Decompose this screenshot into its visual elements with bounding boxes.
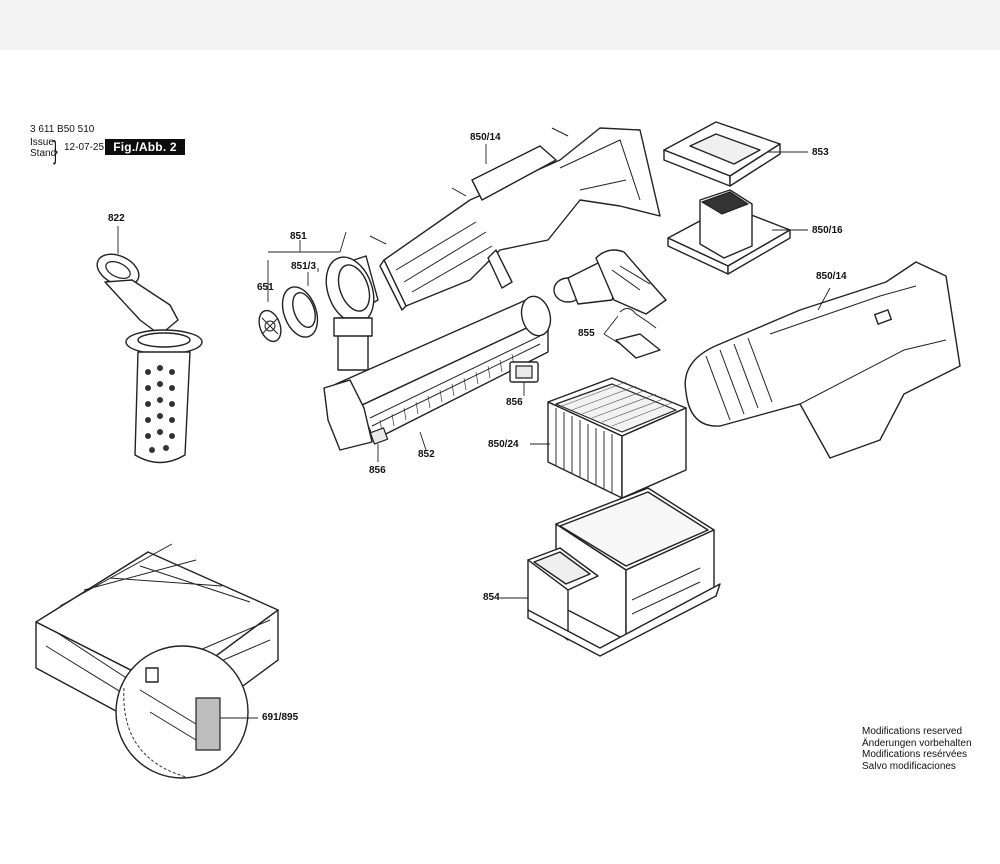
- issue-label-de: Stand: [30, 148, 57, 159]
- callout-856-left: 856: [369, 465, 386, 476]
- callout-850-14-right: 850/14: [816, 271, 847, 282]
- part-number: 3 611 B50 510: [30, 124, 95, 135]
- callout-850-16: 850/16: [812, 225, 843, 236]
- callout-691-895: 691/895: [262, 712, 299, 723]
- extraction-tube-852: [323, 295, 552, 462]
- issue-brace: }: [53, 135, 58, 165]
- note-es: Salvo modificaciones: [862, 760, 956, 772]
- note-fr: Modifications resérvées: [862, 749, 968, 760]
- clip-856: [509, 361, 539, 396]
- callout-853: 853: [812, 147, 829, 158]
- lower-housing-850-14: [684, 261, 961, 459]
- frame-853: [663, 121, 808, 187]
- callout-850-14-top: 850/14: [470, 132, 501, 143]
- seal-parts-851: [258, 231, 379, 371]
- issue-date: 12-07-25: [64, 142, 105, 153]
- note-de: Änderungen vorbehalten: [862, 737, 972, 749]
- callout-851: 851: [290, 231, 307, 242]
- elbow-connector: [553, 249, 667, 315]
- callout-855: 855: [578, 328, 595, 339]
- callout-854: 854: [483, 592, 500, 603]
- note-en: Modifications reserved: [862, 726, 963, 737]
- callout-856-middle: 856: [506, 397, 523, 408]
- top-band: [0, 0, 1000, 50]
- modification-notes: Modifications reserved Änderungen vorbeh…: [862, 726, 972, 772]
- figure-label: Fig./Abb. 2: [105, 139, 185, 155]
- side-handle-822: [96, 226, 203, 464]
- upper-housing-850-14: [369, 127, 661, 311]
- callout-822: 822: [108, 213, 125, 224]
- filter-850-24: [530, 377, 687, 499]
- callout-852: 852: [418, 449, 435, 460]
- dust-container-854: [500, 487, 721, 657]
- callout-851-3: 851/3: [291, 261, 317, 272]
- parts-855: [603, 308, 661, 359]
- plate-850-16: [667, 189, 808, 275]
- callout-651: 651: [257, 282, 274, 293]
- callout-850-24: 850/24: [488, 439, 519, 450]
- carrying-case-691-895: [35, 543, 279, 779]
- issue-label-en: Issue: [30, 137, 54, 148]
